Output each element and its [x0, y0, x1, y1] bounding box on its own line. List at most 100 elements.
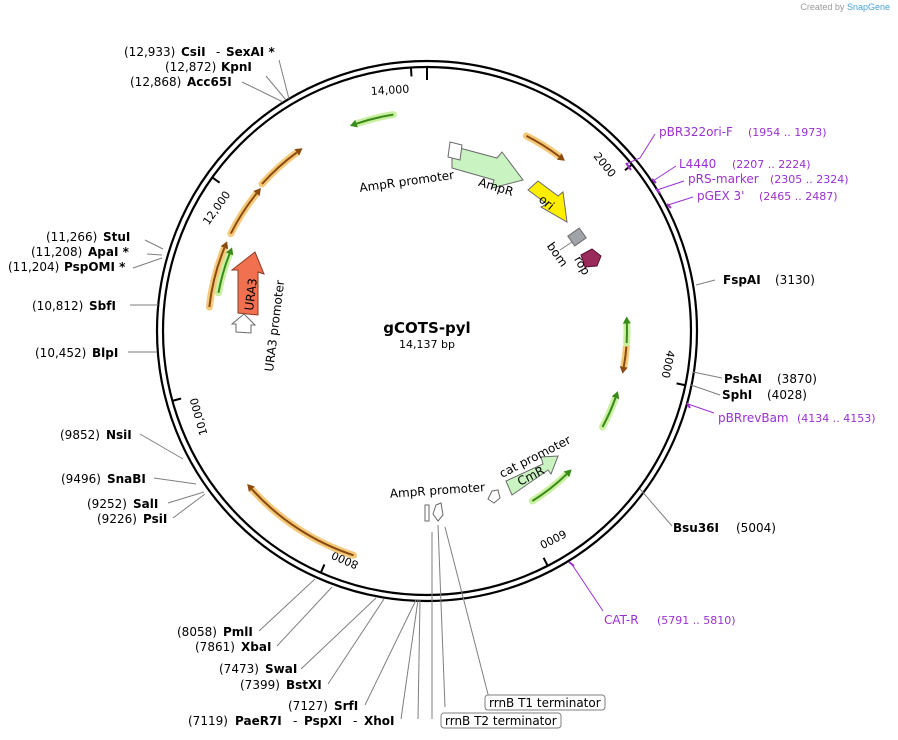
enzyme-sexai[interactable]: (12,933) CsiI - SexAI *	[124, 45, 275, 59]
primer-l4440[interactable]: L4440 (2207 .. 2224)	[679, 157, 811, 171]
ring-feature-arrowhead	[611, 391, 620, 400]
enzyme-xbai[interactable]: (7861) XbaI	[195, 640, 271, 654]
ring-tick-label: 4000	[659, 349, 677, 379]
primer-leaders	[568, 133, 715, 612]
enzyme-snabi[interactable]: (9496) SnaBI	[61, 472, 146, 486]
rrnb-t2-terminator[interactable]: rrnB T2 terminator	[440, 712, 562, 729]
ampr-arrow[interactable]	[451, 145, 524, 189]
bom-label: bom	[544, 240, 571, 270]
feature-ampr-promoter-bottom[interactable]: AmpR promoter	[389, 480, 485, 522]
ring-feature-arc[interactable]	[261, 151, 298, 185]
enzyme-sbfi[interactable]: (10,812) SbfI	[32, 299, 116, 313]
feature-rop[interactable]: rop	[571, 248, 602, 277]
enzyme-paer7i[interactable]: (7119) PaeR7I - PspXI - XhoI	[188, 714, 395, 728]
enzyme-blpi[interactable]: (10,452) BlpI	[35, 346, 118, 360]
enzyme-stui[interactable]: (11,266) StuI	[46, 230, 130, 244]
enzyme-srfi[interactable]: (7127) SrfI	[288, 699, 358, 713]
enzyme-psii[interactable]: (9226) PsiI	[97, 512, 167, 526]
enzyme-fspai[interactable]: FspAI (3130)	[723, 273, 815, 287]
primer-pgex-3-name: pGEX 3'	[697, 189, 744, 203]
ura3-promoter-arrow[interactable]	[230, 313, 257, 334]
primer-pgex-3-range: (2465 .. 2487)	[759, 190, 838, 203]
enzyme-nsii[interactable]: (9852) NsiI	[60, 428, 132, 442]
primer-prs-marker[interactable]: pRS-marker (2305 .. 2324)	[688, 172, 849, 186]
enzyme-pspomi[interactable]: (11,204) PspOMI *	[8, 260, 126, 274]
primer-pbrrevbam-range: (4134 .. 4153)	[797, 412, 876, 425]
enzyme-srfi-pos: (7127)	[288, 699, 328, 713]
ring-tick-label: 12,000	[200, 189, 233, 228]
enzyme-paer7i-pos: (7119)	[188, 714, 228, 728]
enzyme-paer7i-dash1: -	[293, 714, 297, 728]
bom-box[interactable]	[567, 227, 587, 247]
ring-feature-arc[interactable]	[229, 192, 258, 235]
ring-feature-arc[interactable]	[356, 113, 394, 125]
enzyme-pshai-pos: (3870)	[777, 372, 817, 386]
ring-tick-label: 14,000	[370, 83, 409, 98]
primer-pgex-3[interactable]: pGEX 3' (2465 .. 2487)	[697, 189, 838, 203]
enzyme-fspai-pos: (3130)	[775, 273, 815, 287]
feature-ura3[interactable]: URA3	[230, 251, 265, 316]
ring-feature-arc[interactable]	[601, 397, 617, 428]
enzyme-psii-name: PsiI	[143, 512, 167, 526]
enzyme-acc65i-name: Acc65I	[187, 75, 232, 89]
rrnb-t2-label: rrnB T2 terminator	[445, 714, 557, 728]
enzyme-sphi-pos: (4028)	[767, 388, 807, 402]
primer-pbr322ori-f[interactable]: pBR322ori-F (1954 .. 1973)	[659, 125, 827, 139]
primer-cat-r-name: CAT-R	[604, 613, 639, 627]
ampr-promoter-top-arrow[interactable]	[447, 141, 463, 161]
primer-cat-r[interactable]: CAT-R (5791 .. 5810)	[604, 613, 736, 627]
enzyme-apai[interactable]: (11,208) ApaI *	[31, 245, 130, 259]
ori-arrow[interactable]	[527, 180, 568, 223]
cmr-arrow[interactable]	[505, 455, 559, 496]
enzyme-bsu36i[interactable]: Bsu36I (5004)	[673, 521, 776, 535]
ura3-arrow[interactable]	[230, 251, 265, 316]
terminator-labels: rrnB T1 terminator rrnB T2 terminator	[440, 694, 606, 729]
primer-prs-marker-range: (2305 .. 2324)	[770, 173, 849, 186]
ring-feature-arc[interactable]	[525, 134, 560, 158]
enzyme-pspxi-name: PspXI	[304, 714, 342, 728]
enzyme-kpni[interactable]: (12,872) KpnI	[165, 60, 252, 74]
enzyme-sphi-name: SphI	[722, 388, 752, 402]
ring-feature-arc[interactable]	[622, 346, 628, 368]
rop-arrow[interactable]	[580, 248, 602, 268]
feature-ampr[interactable]: AmpR	[451, 145, 524, 199]
enzyme-snabi-pos: (9496)	[61, 472, 101, 486]
primer-l4440-name: L4440	[679, 157, 716, 171]
enzyme-xbai-pos: (7861)	[195, 640, 235, 654]
enzyme-sphi[interactable]: SphI (4028)	[722, 388, 807, 402]
primer-prs-marker-name: pRS-marker	[688, 172, 759, 186]
enzyme-swai[interactable]: (7473) SwaI	[219, 662, 297, 676]
enzyme-acc65i-pos: (12,868)	[130, 75, 181, 89]
ring-feature-arc[interactable]	[251, 488, 354, 557]
enzyme-bstxi-pos: (7399)	[240, 678, 280, 692]
ring-feature-arc[interactable]	[217, 253, 231, 294]
snapgene-credit: Created by SnapGene	[800, 2, 890, 12]
primer-pbr322ori-f-name: pBR322ori-F	[659, 125, 733, 139]
enzyme-pspomi-name: PspOMI *	[64, 260, 126, 274]
enzyme-kpni-pos: (12,872)	[165, 60, 216, 74]
ring-feature-arrowhead	[294, 148, 303, 156]
enzyme-pmli[interactable]: (8058) PmlI	[177, 625, 253, 639]
primer-pbr322ori-f-range: (1954 .. 1973)	[748, 126, 827, 139]
ring-feature-arrowhead	[619, 366, 628, 374]
enzyme-pshai[interactable]: PshAI (3870)	[724, 372, 817, 386]
enzyme-sbfi-pos: (10,812)	[32, 299, 83, 313]
rrnb-t1-terminator[interactable]: rrnB T1 terminator	[484, 694, 606, 711]
enzyme-nsii-pos: (9852)	[60, 428, 100, 442]
ring-tick	[211, 176, 221, 184]
cat-promoter-arrow[interactable]	[487, 489, 501, 504]
primer-cat-r-range: (5791 .. 5810)	[657, 614, 736, 627]
enzyme-nsii-name: NsiI	[106, 428, 132, 442]
feature-ori[interactable]: ori	[527, 180, 568, 223]
enzyme-sali[interactable]: (9252) SalI	[87, 497, 158, 511]
ring-feature-arc[interactable]	[208, 247, 226, 308]
ura3-label: URA3	[242, 277, 260, 311]
enzyme-bstxi[interactable]: (7399) BstXI	[240, 678, 322, 692]
rrnb-t1-label: rrnB T1 terminator	[489, 696, 601, 710]
primer-pbrrevbam[interactable]: pBRrevBam (4134 .. 4153)	[718, 411, 876, 425]
ring-feature-arc[interactable]	[531, 473, 568, 502]
enzyme-acc65i[interactable]: (12,868) Acc65I	[130, 75, 232, 89]
feature-ampr-promoter-top[interactable]: AmpR promoter	[358, 141, 463, 195]
ampr-promoter-bottom-arrow[interactable]	[432, 502, 444, 522]
enzyme-leaders	[128, 59, 723, 720]
